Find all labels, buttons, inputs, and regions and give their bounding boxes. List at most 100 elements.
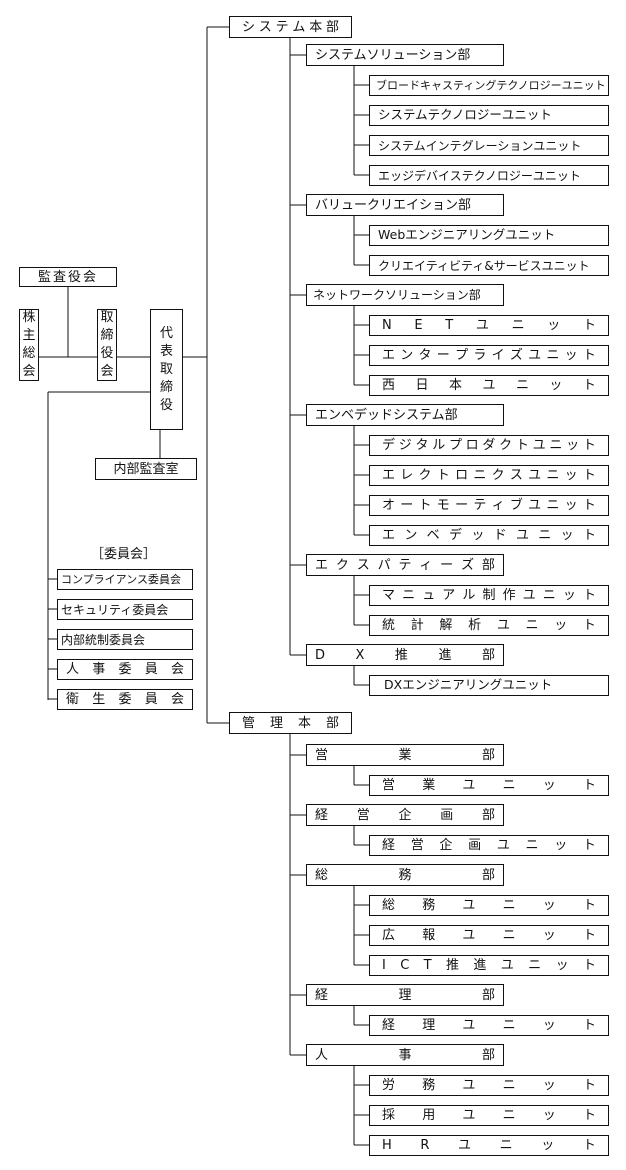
label-char: プ [448, 438, 462, 453]
committee-internal-control: 内部統制委員会 [57, 629, 193, 650]
label-char: 進 [438, 647, 452, 663]
vertical-char: 役 [100, 346, 114, 361]
label-char: デ [448, 528, 462, 543]
label-char: ユ [500, 958, 514, 973]
vertical-char: 取 [159, 361, 173, 377]
vertical-char: 代 [159, 325, 173, 341]
label-char: ユ [528, 498, 542, 513]
vertical-char: 表 [159, 343, 173, 359]
label-char: ニ [546, 468, 560, 483]
label-char: ル [432, 438, 446, 453]
label-char: ト [582, 958, 596, 973]
label-char: ル [462, 588, 476, 603]
label-char: エ [382, 468, 396, 483]
unit-system-technology: システムテクノロジーユニット [369, 105, 609, 126]
label-char: ニ [528, 958, 542, 973]
unit-public-relations: 広報ユニット [369, 925, 609, 946]
label-char: ッ [542, 928, 556, 943]
department-accounting: 経理部 [306, 984, 504, 1006]
vertical-char: 会 [100, 364, 114, 379]
label-char: ト [582, 1018, 596, 1033]
label-char: ド [493, 528, 507, 543]
label-char: 会 [170, 692, 184, 707]
vertical-char: 締 [100, 328, 114, 343]
auditor-label: 監査役会 [37, 269, 98, 285]
label-char: 画 [468, 838, 482, 853]
unit-digital-product: デジタルプロダクトユニット [369, 435, 609, 456]
label-char: ニ [473, 468, 487, 483]
label-char: 人 [66, 662, 80, 677]
label-char: ニ [502, 1108, 516, 1123]
unit-statistical-analysis: 統計解析ユニット [369, 615, 609, 636]
unit-recruitment: 採用ユニット [369, 1105, 609, 1126]
label-char: 経 [315, 807, 329, 823]
label-char: ユ [515, 528, 529, 543]
label-char: 統 [382, 618, 396, 633]
label-char: ユ [482, 378, 496, 393]
label-char: テ [473, 498, 487, 513]
label-char: エ [382, 528, 396, 543]
unit-corporate-planning: 経営企画ユニット [369, 835, 609, 856]
label-char: テ [398, 557, 412, 573]
label-char: ラ [473, 348, 487, 363]
label-char: 事 [398, 1047, 412, 1063]
label-char: 務 [422, 1078, 436, 1093]
label-char: ユ [522, 588, 536, 603]
label-char: ジ [398, 438, 412, 453]
label-char: 生 [92, 692, 106, 707]
label-char: ッ [547, 318, 561, 333]
label-char: ィ [491, 498, 505, 513]
label-char: ン [400, 348, 414, 363]
label-char: 業 [398, 747, 412, 763]
label-char: ッ [542, 898, 556, 913]
label-char: ム [292, 19, 306, 35]
label-char: ッ [542, 1018, 556, 1033]
label-char: ト [582, 618, 596, 633]
label-char: ロ [465, 438, 479, 453]
department-corporate-planning: 経営企画部 [306, 804, 504, 826]
label-char: H [382, 1138, 392, 1153]
label-char: 会 [170, 662, 184, 677]
label-char: ト [582, 438, 596, 453]
label-char: ニ [549, 438, 563, 453]
vertical-char: 締 [159, 379, 173, 395]
label-char: ィ [419, 557, 433, 573]
label-char: 部 [481, 557, 495, 573]
label-char: 労 [382, 1078, 396, 1093]
label-char: ニ [546, 348, 560, 363]
unit-labor: 労務ユニット [369, 1075, 609, 1096]
label-char: 西 [382, 378, 396, 393]
label-char: 委 [118, 692, 132, 707]
label-char: タ [415, 438, 429, 453]
label-char: 本 [297, 715, 311, 731]
internal-audit-label: 内部監査室 [113, 461, 179, 477]
label-char: 衛 [66, 692, 80, 707]
label-char: ユ [462, 928, 476, 943]
label-char: ト [582, 348, 596, 363]
label-char: ユ [528, 348, 542, 363]
department-sales: 営業部 [306, 744, 504, 766]
unit-dx-engineering: DXエンジニアリングユニット [369, 675, 609, 696]
label-char: 業 [422, 778, 436, 793]
label-char: 営 [315, 747, 329, 763]
label-char: イ [491, 348, 505, 363]
label-char: 本 [448, 378, 462, 393]
vertical-char: 株 [22, 310, 36, 325]
unit-west-japan: 西日本ユニット [369, 375, 609, 396]
unit-enterprise: エンタープライズユニット [369, 345, 609, 366]
label-char: 用 [422, 1108, 436, 1123]
label-char: 経 [382, 1018, 396, 1033]
label-char: 委 [118, 662, 132, 677]
label-char: ク [335, 557, 349, 573]
label-char: 報 [422, 928, 436, 943]
label-char: 日 [415, 378, 429, 393]
shareholders-box: 株主総会 [19, 309, 39, 381]
department-human-resources: 人事部 [306, 1044, 504, 1066]
label-char: X [355, 647, 365, 663]
vertical-char: 主 [22, 328, 36, 343]
department-embedded-system: エンベデッドシステム部 [306, 404, 504, 426]
label-char: 企 [398, 807, 412, 823]
label-char: 理 [398, 987, 412, 1003]
